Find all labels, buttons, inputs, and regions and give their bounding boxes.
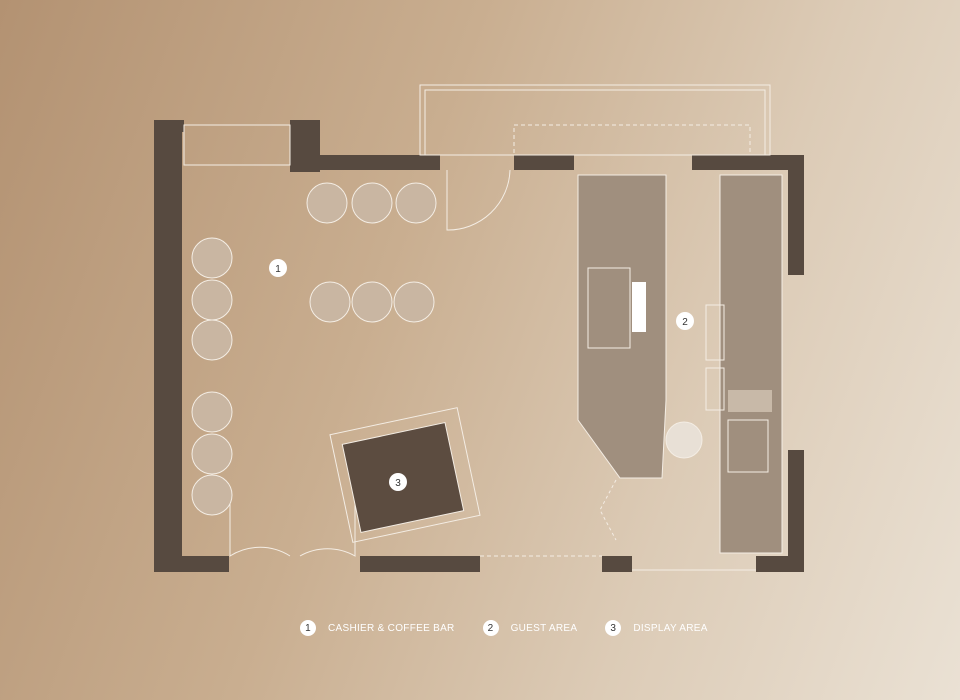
walls (154, 120, 804, 572)
legend-label: DISPLAY AREA (633, 622, 708, 634)
area-markers: 1 2 3 (269, 259, 694, 491)
window-lines (183, 84, 771, 571)
legend-number: 3 (605, 620, 622, 636)
service-counter (577, 174, 783, 554)
legend-number: 2 (482, 620, 499, 636)
display-table (329, 407, 481, 543)
tables-and-chairs (191, 182, 703, 516)
marker-1: 1 (275, 264, 281, 275)
legend-label: CASHIER & COFFEE BAR (328, 622, 455, 634)
marker-2: 2 (682, 317, 688, 328)
legend-item: 3 DISPLAY AREA (605, 620, 707, 636)
legend: 1 CASHIER & COFFEE BAR 2 GUEST AREA 3 DISPL… (300, 620, 736, 636)
marker-3: 3 (395, 478, 401, 489)
legend-number: 1 (300, 620, 316, 636)
legend-item: 1 CASHIER & COFFEE BAR (300, 620, 455, 636)
legend-item: 2 GUEST AREA (482, 620, 578, 636)
legend-label: GUEST AREA (510, 622, 578, 634)
